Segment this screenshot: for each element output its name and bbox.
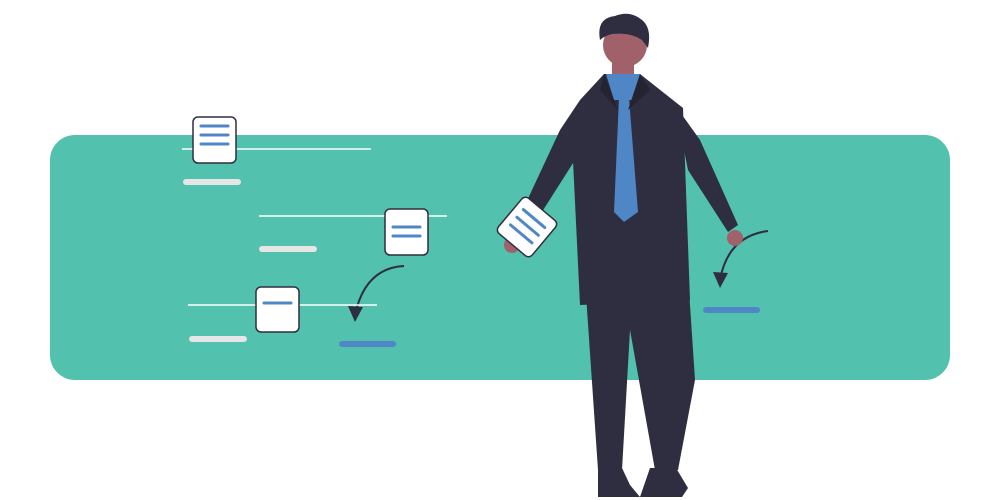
highlight-bar xyxy=(339,341,396,347)
green-panel xyxy=(50,135,950,380)
person-figure xyxy=(504,13,743,497)
placeholder-bar xyxy=(259,246,317,252)
document-icon xyxy=(192,116,237,164)
placeholder-bar xyxy=(189,336,247,342)
document-icon xyxy=(384,208,429,256)
curved-arrow-icon xyxy=(348,265,405,322)
highlight-bar xyxy=(703,307,760,313)
placeholder-bar xyxy=(183,179,241,185)
document-icon xyxy=(496,196,558,258)
document-icon xyxy=(255,286,300,333)
